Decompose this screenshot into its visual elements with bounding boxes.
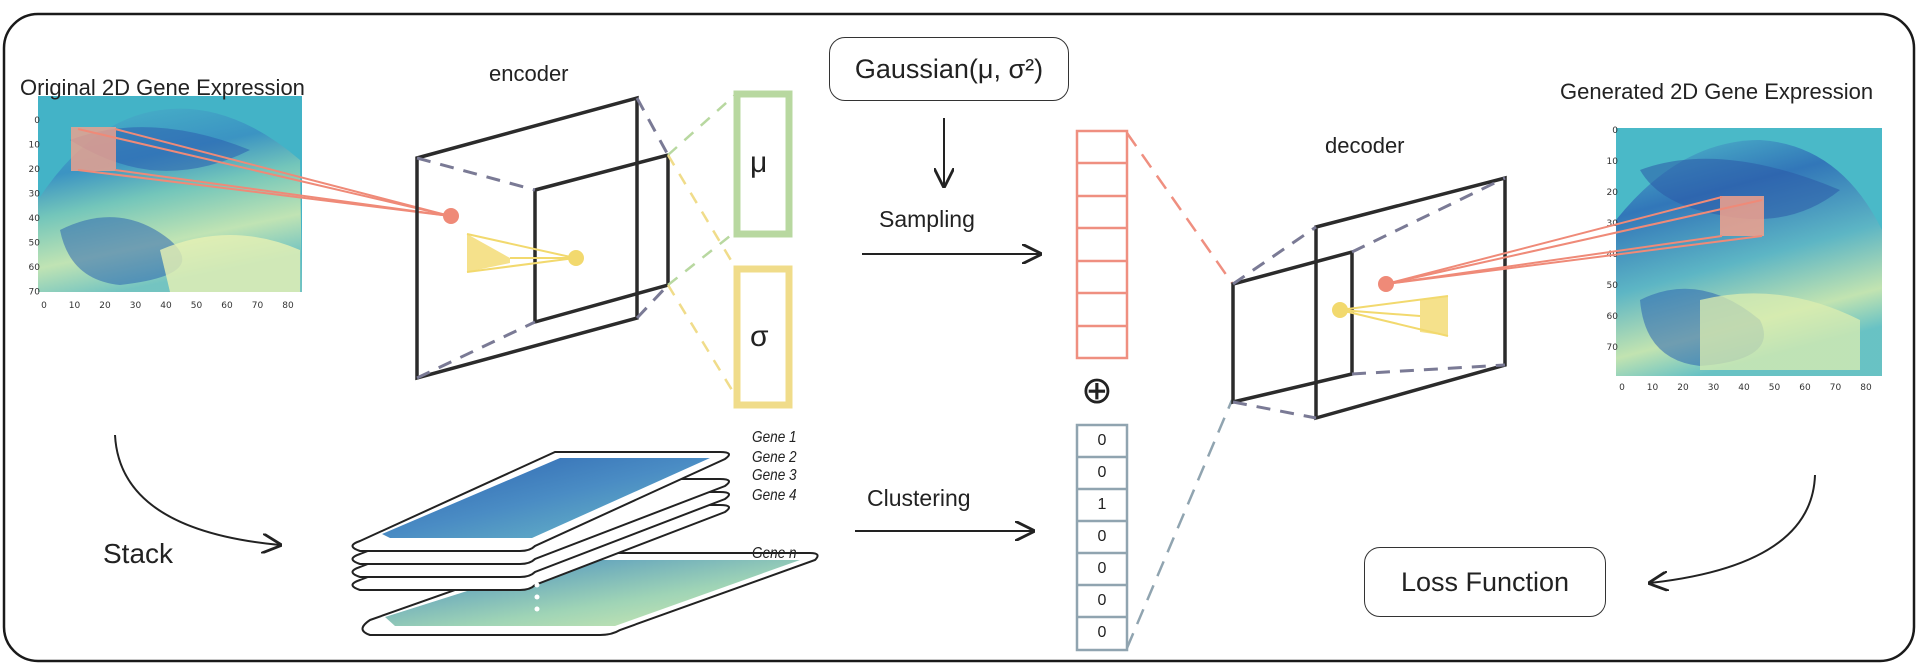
x-tick-label: 60 (1799, 383, 1811, 393)
x-tick-label: 50 (191, 301, 203, 311)
onehot-vector (1075, 423, 1129, 652)
gene-n-label: Gene n (752, 545, 797, 562)
latent-to-decoder-line (1125, 132, 1234, 284)
gene-2-label: Gene 2 (752, 449, 797, 466)
y-tick-label: 20 (1607, 188, 1619, 198)
y-tick-label: 50 (1607, 281, 1619, 291)
x-tick-label: 10 (1647, 383, 1659, 393)
x-tick-label: 80 (1860, 383, 1872, 393)
y-tick-label: 0 (34, 116, 40, 126)
stack-label: Stack (103, 538, 174, 569)
x-tick-label: 30 (1708, 383, 1720, 393)
x-tick-label: 20 (99, 301, 111, 311)
original-heatmap (38, 96, 302, 292)
x-tick-label: 70 (252, 301, 264, 311)
y-tick-label: 60 (1607, 312, 1619, 322)
sigma-label: σ (750, 320, 769, 353)
onehot-cell: 0 (1097, 560, 1107, 577)
onehot-cell: 1 (1097, 496, 1107, 513)
loss-arrow (1650, 474, 1816, 583)
x-tick-label: 10 (69, 301, 81, 311)
y-tick-label: 30 (1607, 219, 1619, 229)
generated-heatmap (1616, 128, 1882, 376)
sigma-box (733, 265, 793, 409)
y-tick-label: 0 (1612, 126, 1618, 136)
onehot-cell: 0 (1097, 592, 1107, 609)
y-tick-label: 10 (29, 141, 41, 151)
y-tick-label: 70 (1607, 343, 1619, 353)
encoder-label: encoder (489, 61, 569, 86)
gene-3-label: Gene 3 (752, 467, 797, 484)
x-tick-label: 50 (1769, 383, 1781, 393)
y-tick-label: 60 (29, 263, 41, 273)
onehot-cell: 0 (1097, 432, 1107, 449)
gene-4-label: Gene 4 (752, 487, 797, 504)
onehot-cell: 0 (1097, 464, 1107, 481)
onehot-cell: 0 (1097, 528, 1107, 545)
sampling-label: Sampling (879, 206, 975, 232)
gaussian-label: Gaussian(μ, σ²) (854, 53, 1044, 84)
gene-stack (351, 451, 819, 636)
x-tick-label: 60 (221, 301, 233, 311)
x-tick-label: 80 (282, 301, 294, 311)
oplus-symbol: ⊕ (1081, 370, 1113, 412)
loss-function-box: Loss Function (1364, 547, 1606, 617)
encoder-to-latent-lines (666, 94, 737, 396)
latent-vector (1075, 129, 1129, 360)
x-tick-label: 0 (1619, 383, 1625, 393)
y-tick-label: 30 (29, 190, 41, 200)
original-heatmap-title: Original 2D Gene Expression (20, 75, 305, 100)
y-tick-label: 70 (29, 288, 41, 298)
generated-heatmap-title: Generated 2D Gene Expression (1560, 79, 1874, 104)
original-patch-rays (77, 128, 451, 217)
gaussian-box: Gaussian(μ, σ²) (829, 37, 1069, 101)
y-tick-label: 20 (29, 165, 41, 175)
mu-label: μ (750, 146, 768, 179)
x-tick-label: 40 (160, 301, 172, 311)
clustering-label: Clustering (867, 485, 971, 511)
decoder-label: decoder (1325, 133, 1405, 158)
onehot-to-decoder-line (1125, 399, 1234, 649)
decoder-block (1231, 175, 1763, 421)
outer-frame (2, 12, 1916, 663)
y-tick-label: 40 (29, 214, 41, 224)
x-tick-label: 0 (41, 301, 47, 311)
mu-box (733, 90, 793, 238)
y-tick-label: 50 (29, 239, 41, 249)
gene-1-label: Gene 1 (752, 429, 797, 446)
stack-arrow (114, 434, 280, 545)
x-tick-label: 40 (1738, 383, 1750, 393)
x-tick-label: 70 (1830, 383, 1842, 393)
x-tick-label: 30 (130, 301, 142, 311)
original-patch-point (443, 208, 459, 224)
y-tick-label: 10 (1607, 157, 1619, 167)
onehot-cell: 0 (1097, 624, 1107, 641)
x-tick-label: 20 (1677, 383, 1689, 393)
encoder-block (415, 95, 670, 381)
loss-function-label: Loss Function (1400, 566, 1570, 597)
